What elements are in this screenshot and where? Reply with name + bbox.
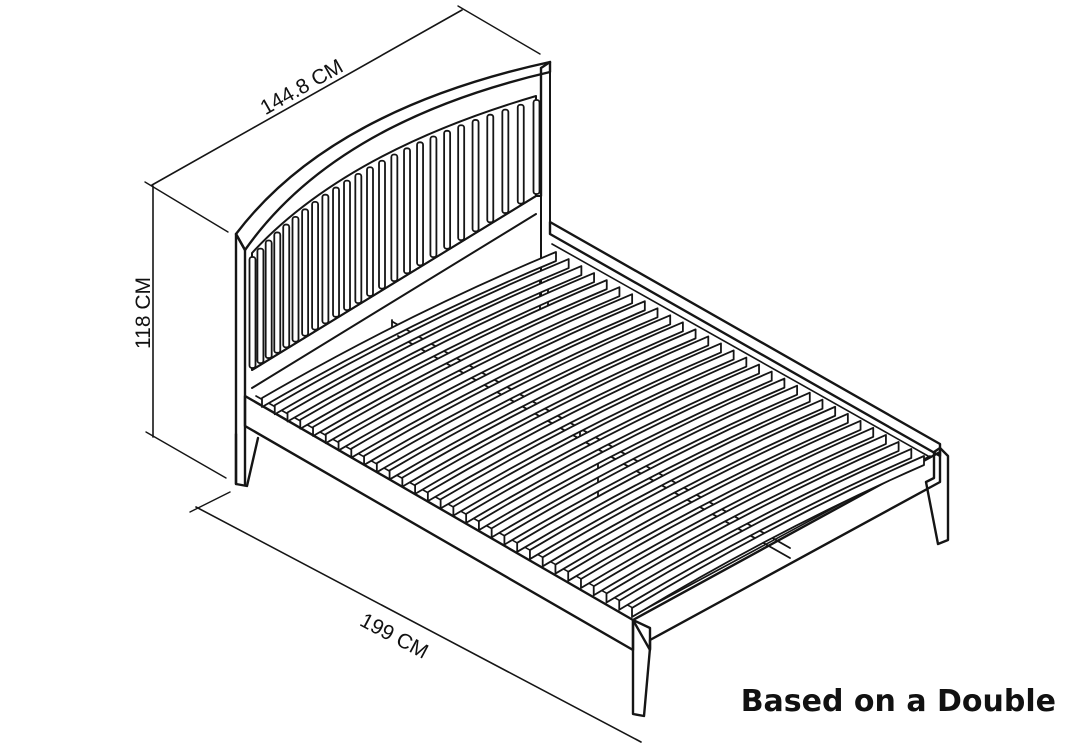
slat [312,279,608,437]
slat [388,321,684,481]
slat [426,342,722,503]
spindle [264,239,273,359]
slat [503,384,799,546]
spindle [256,247,265,365]
headboard-bottom-rail [251,195,537,389]
slat [605,441,900,604]
slat [261,251,557,408]
spindle [301,208,310,337]
length-dimension-line [195,506,642,743]
right-rail-inner [551,243,929,457]
slat [324,286,621,445]
spindle [471,119,480,233]
headboard-outer [234,60,552,486]
spindle [282,223,291,349]
length-dimension-label: 199 CM [356,609,432,664]
spindle [486,113,495,224]
slat [490,377,786,539]
slat [580,426,875,589]
spindle [416,141,424,267]
leg-foot-right [924,446,950,546]
spindle [457,124,466,242]
spindle [321,193,330,325]
slat [363,307,659,466]
spindle [390,153,399,282]
slat [477,370,773,532]
spindle [248,256,257,369]
slat [452,356,748,517]
spindle [273,231,282,354]
width-dimension: 144.8 CM [144,5,541,233]
slat [516,391,811,553]
spindle [501,108,510,214]
slat [529,398,824,560]
spindle [311,201,319,331]
slat [350,300,646,459]
headboard-panel-border [251,95,537,371]
width-tick-left [144,181,229,233]
height-tick-bottom [145,431,227,479]
spindle [366,166,374,297]
slat [631,455,925,618]
spindle [516,103,525,205]
slat [299,272,595,430]
slat [618,448,913,611]
spindle [343,179,351,311]
spindle [378,159,386,290]
width-tick-right [457,5,541,55]
leg-foot-left [631,618,652,718]
spindle [532,99,541,195]
leg-head-left [234,432,260,488]
spindle [443,129,452,250]
slat [554,412,849,575]
spindle [429,135,438,259]
slat [567,419,862,582]
length-tick-left [189,491,231,513]
spindle [354,172,363,305]
slat [465,363,760,524]
spindle [291,215,300,343]
slat [439,349,735,510]
slat [337,293,634,452]
spindle [332,186,340,318]
headboard-spindles [248,99,541,369]
slat [273,258,570,416]
slat [286,265,583,423]
caption-text: Based on a Double [740,684,1056,719]
width-dimension-line [151,9,463,186]
legs [234,195,950,718]
leg-head-right [535,195,542,241]
slat [592,433,887,597]
slat [401,328,697,488]
spindle [403,147,411,275]
height-dimension-label: 118 CM [132,277,155,349]
slats [261,251,925,618]
width-dimension-label: 144.8 CM [257,55,348,120]
slat [541,405,837,568]
slat [414,335,710,495]
slat [375,314,672,474]
height-dimension: 118 CM [132,185,227,479]
